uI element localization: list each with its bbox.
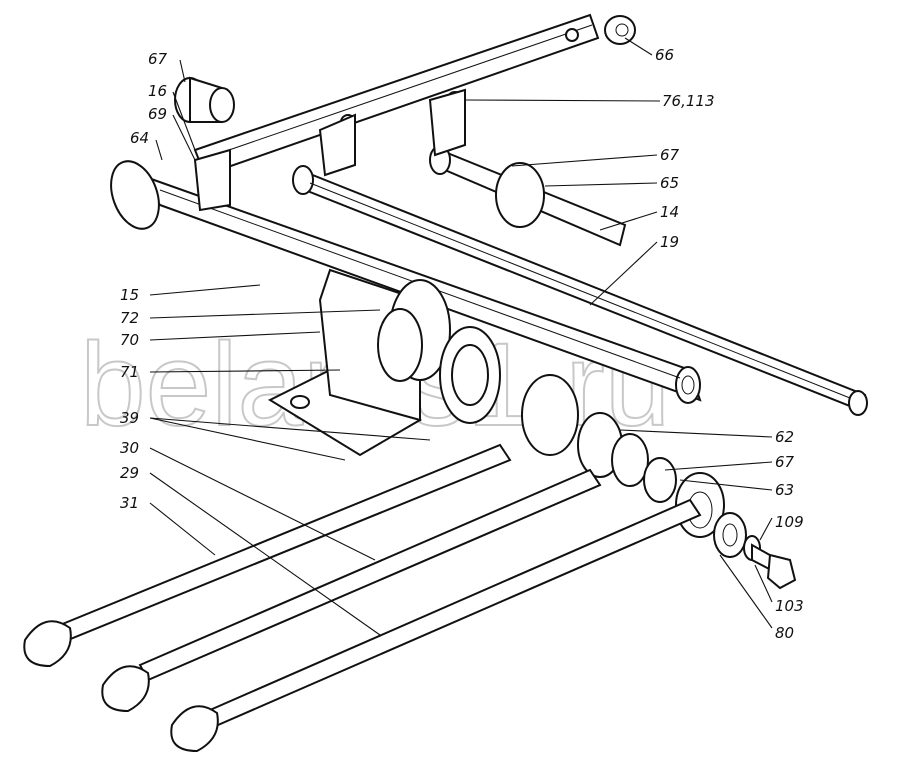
leader-line — [619, 429, 773, 438]
bracket-39 — [267, 268, 501, 457]
callout-label: 29 — [120, 464, 139, 482]
callout-71: 71 — [120, 363, 341, 381]
leader-line — [172, 91, 196, 151]
leader-line — [149, 309, 381, 319]
callout-15: 15 — [120, 284, 261, 304]
callout-67: 67 — [511, 146, 680, 167]
callout-label: 31 — [120, 494, 139, 512]
leader-line — [664, 461, 773, 471]
callout-76-113: 76,113 — [464, 92, 715, 110]
callout-64: 64 — [130, 129, 163, 161]
callout-label: 15 — [120, 286, 139, 304]
leader-line — [719, 554, 773, 629]
hub-assembly — [521, 374, 797, 590]
callout-29: 29 — [120, 464, 381, 636]
callout-label: 67 — [775, 453, 795, 471]
leader-line — [149, 284, 261, 296]
leader-line — [149, 369, 341, 373]
callout-label: 62 — [775, 428, 794, 446]
shaft-14 — [292, 165, 868, 416]
callout-label: 39 — [120, 409, 139, 427]
callout-65: 65 — [544, 174, 679, 192]
callout-label: 64 — [130, 129, 149, 147]
callout-label: 80 — [775, 624, 794, 642]
callout-109: 109 — [759, 513, 804, 541]
leader-line — [149, 417, 346, 461]
leader-line — [149, 447, 376, 561]
leader-line — [155, 139, 163, 161]
callout-label: 72 — [120, 309, 139, 327]
callout-14: 14 — [599, 203, 679, 231]
leader-line — [464, 99, 661, 102]
callout-label: 71 — [120, 363, 139, 381]
leader-line — [511, 154, 658, 167]
callout-label: 70 — [120, 331, 139, 349]
callout-63: 63 — [679, 479, 794, 499]
callout-label: 109 — [775, 513, 804, 531]
callout-label: 67 — [148, 50, 168, 68]
callout-label: 16 — [148, 82, 167, 100]
callout-label: 14 — [660, 203, 679, 221]
lever-31 — [23, 443, 512, 668]
callout-label: 30 — [120, 439, 139, 457]
callout-label: 76,113 — [662, 92, 715, 110]
leader-line — [679, 479, 773, 491]
bushing-67 — [174, 76, 235, 123]
callout-labels: 67 16 69 64 66 76,113 67 65 14 19 15 72 70 71 39 30 29 31… — [120, 37, 804, 642]
leader-line — [172, 114, 196, 161]
leader-line — [599, 211, 658, 231]
leader-line — [149, 472, 381, 636]
cap-66 — [604, 15, 636, 45]
callout-label: 19 — [660, 233, 679, 251]
callout-70: 70 — [120, 331, 321, 349]
callout-67: 67 — [148, 50, 186, 83]
leader-line — [149, 331, 321, 341]
linkage-bars — [193, 13, 600, 212]
callout-30: 30 — [120, 439, 376, 561]
lever-30 — [101, 468, 602, 713]
leader-line — [149, 502, 216, 556]
callout-62: 62 — [619, 428, 794, 446]
callout-19: 19 — [589, 233, 679, 306]
callout-80: 80 — [719, 554, 794, 642]
callout-72: 72 — [120, 309, 381, 327]
callout-69: 69 — [148, 105, 196, 161]
callout-label: 63 — [775, 481, 794, 499]
leader-line — [759, 517, 773, 541]
leader-line — [754, 564, 773, 603]
leader-line — [544, 182, 658, 187]
leader-line — [589, 241, 658, 306]
callout-66: 66 — [624, 37, 674, 64]
shaft-19 — [429, 145, 627, 247]
callout-label: 65 — [660, 174, 679, 192]
callout-label: 66 — [655, 46, 674, 64]
leader-line — [179, 59, 186, 83]
callout-67: 67 — [664, 453, 795, 471]
callout-16: 16 — [148, 82, 196, 151]
callout-39: 39 — [120, 409, 431, 461]
leader-line — [624, 37, 653, 56]
callout-label: 103 — [775, 597, 804, 615]
lever-29 — [170, 498, 702, 753]
leader-line — [149, 417, 431, 441]
callout-label: 67 — [660, 146, 680, 164]
callout-103: 103 — [754, 564, 804, 615]
callout-31: 31 — [120, 494, 216, 556]
callout-label: 69 — [148, 105, 167, 123]
